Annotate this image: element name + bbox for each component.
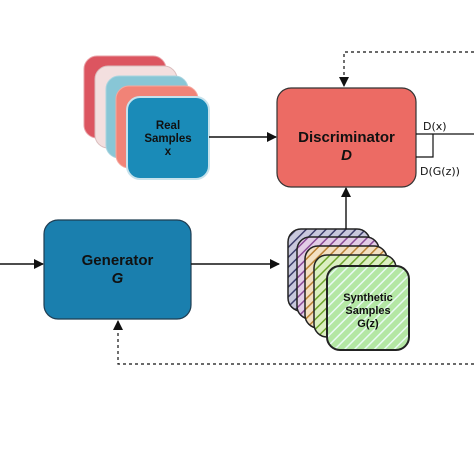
output-bracket [416, 133, 474, 158]
real-output-label: D(x) [423, 120, 447, 133]
synthetic-samples-line1: Synthetic [343, 292, 393, 304]
synthetic-samples-symbol: G(z) [357, 318, 379, 330]
real-samples-front-card [126, 96, 210, 180]
synthetic-samples-line2: Samples [345, 305, 391, 317]
generator-box [43, 219, 192, 320]
discriminator-label: Discriminator D [277, 129, 416, 165]
discriminator-title: Discriminator [298, 129, 395, 146]
real-samples-label: Real Samples x [127, 120, 209, 159]
generator-title: Generator [81, 252, 154, 269]
real-samples-line2: Samples [144, 133, 192, 145]
real-samples-stack [83, 55, 210, 180]
generator-feedback-dashed-line [113, 320, 474, 365]
discriminator-feedback-dashed-line [339, 51, 474, 87]
real-samples-symbol: x [164, 146, 172, 158]
generator-symbol: G [111, 270, 124, 287]
discriminator-symbol: D [341, 147, 352, 164]
synthetic-samples-label: Synthetic Samples G(z) [327, 292, 409, 331]
synthetic-samples-stack [287, 228, 410, 351]
real-samples-line1: Real [155, 120, 181, 132]
synthetic-samples-front-card [326, 265, 410, 351]
generator-label: Generator G [44, 252, 191, 288]
fake-output-label: D(G(z)) [420, 165, 460, 178]
